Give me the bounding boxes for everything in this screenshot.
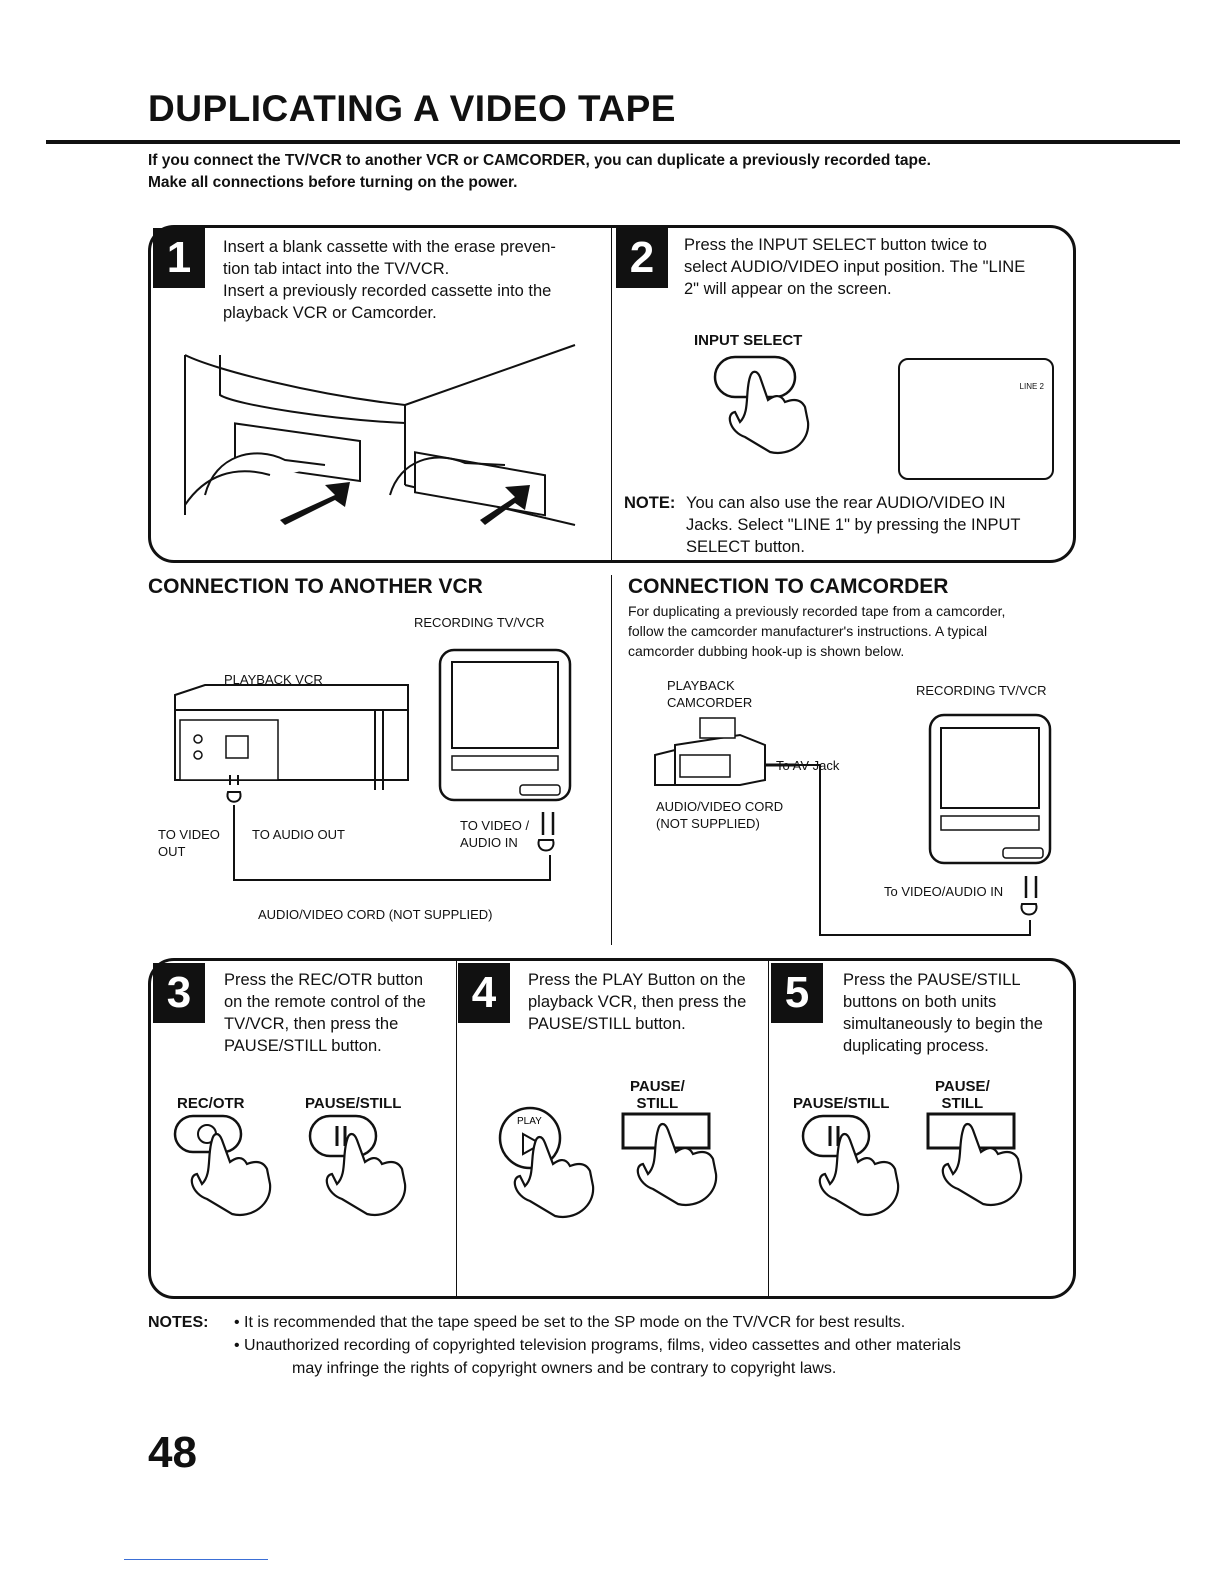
screen-line-text: LINE 2 [1019, 382, 1044, 391]
pause-still-line: STILL [941, 1095, 984, 1112]
step-1-line: playback VCR or Camcorder. [223, 304, 437, 322]
step-5-line: buttons on both units [843, 993, 997, 1011]
step-5-pause-still-button-icon-1 [801, 1114, 900, 1217]
pause-still-line: PAUSE/ [935, 1078, 990, 1095]
cassette-insert-illustration [184, 344, 576, 526]
tv-screen-icon: LINE 2 [898, 358, 1054, 480]
step-5-pause-still-label-1: PAUSE/STILL [793, 1095, 890, 1112]
to-audio-out-label: TO AUDIO OUT [252, 827, 345, 842]
connections-divider [611, 575, 612, 945]
step-1-line: Insert a blank cassette with the erase p… [223, 238, 556, 256]
note-line: You can also use the rear AUDIO/VIDEO IN [686, 494, 1006, 512]
to-video-out-line: TO VIDEO [158, 827, 220, 842]
av-jack-label: To AV Jack [776, 758, 840, 773]
note-label: NOTE: [624, 494, 676, 512]
step-1-line: tion tab intact into the TV/VCR. [223, 260, 450, 278]
pause-still-line: PAUSE/ [630, 1078, 685, 1095]
playback-vcr-label: PLAYBACK VCR [224, 672, 323, 687]
step-4-text: Press the PLAY Button on the playback VC… [528, 969, 746, 1035]
steps-1-2-panel [148, 225, 1076, 563]
step-3-text: Press the REC/OTR button on the remote c… [224, 969, 426, 1057]
note-line: SELECT button. [686, 538, 805, 556]
vcr-cord-label: AUDIO/VIDEO CORD (NOT SUPPLIED) [258, 907, 493, 922]
step-3-line: Press the REC/OTR button [224, 971, 423, 989]
page-title: DUPLICATING A VIDEO TAPE [148, 88, 676, 129]
step-5-pause-still-button-icon-2 [926, 1112, 1023, 1207]
step-4-number: 4 [458, 963, 510, 1023]
step-4-line: Press the PLAY Button on the [528, 971, 746, 989]
notes-section: NOTES: • It is recommended that the tape … [148, 1311, 961, 1380]
rec-otr-label: REC/OTR [177, 1095, 245, 1112]
steps-3-5-panel [148, 958, 1076, 1299]
panel-divider [611, 227, 612, 560]
step-3-line: TV/VCR, then press the [224, 1015, 399, 1033]
notes-label: NOTES: [148, 1314, 209, 1331]
step-5-number: 5 [771, 963, 823, 1023]
step-5-text: Press the PAUSE/STILL buttons on both un… [843, 969, 1043, 1057]
camcorder-connection-heading: CONNECTION TO CAMCORDER [628, 575, 949, 598]
step-4-pause-still-button-icon [621, 1112, 718, 1207]
step-2-note: NOTE: You can also use the rear AUDIO/VID… [624, 492, 1021, 558]
to-video-out-line: OUT [158, 844, 186, 859]
video-audio-in-label: To VIDEO/AUDIO IN [884, 884, 1004, 899]
playback-camcorder-line: PLAYBACK [667, 678, 735, 693]
step-3-line: PAUSE/STILL button. [224, 1037, 382, 1055]
step-divider-4-5 [768, 960, 769, 1296]
step-2-line: 2" will appear on the screen. [684, 280, 892, 298]
note-item: • Unauthorized recording of copyrighted … [234, 1337, 961, 1354]
camcorder-cord-line: (NOT SUPPLIED) [656, 816, 760, 831]
step-3-number: 3 [153, 963, 205, 1023]
step-divider-3-4 [456, 960, 457, 1296]
camcorder-connection-diagram [654, 713, 1052, 936]
step-5-line: Press the PAUSE/STILL [843, 971, 1021, 989]
to-video-out-label: TO VIDEO OUT [158, 826, 220, 860]
intro-line-2: Make all connections before turning on t… [148, 174, 518, 191]
description-line: follow the camcorder manufacturer's inst… [628, 623, 988, 639]
step-2-line: select AUDIO/VIDEO input position. The "… [684, 258, 1026, 276]
intro-text: If you connect the TV/VCR to another VCR… [148, 150, 931, 194]
rec-otr-button-icon [173, 1114, 272, 1217]
pause-still-button-icon [308, 1114, 407, 1217]
step-5-line: simultaneously to begin the [843, 1015, 1043, 1033]
title-rule [46, 140, 1180, 144]
camcorder-description: For duplicating a previously recorded ta… [628, 601, 1005, 661]
step-1-text: Insert a blank cassette with the erase p… [223, 236, 556, 324]
footer-link-line [124, 1559, 268, 1560]
play-button-icon: PLAY [498, 1106, 595, 1219]
to-video-audio-in-label: TO VIDEO / AUDIO IN [460, 817, 529, 851]
step-3-line: on the remote control of the [224, 993, 426, 1011]
description-line: For duplicating a previously recorded ta… [628, 603, 1006, 619]
step-1-number: 1 [153, 228, 205, 288]
input-select-label: INPUT SELECT [694, 332, 803, 349]
page-number: 48 [148, 1428, 197, 1477]
step-1-line: Insert a previously recorded cassette in… [223, 282, 552, 300]
camcorder-cord-line: AUDIO/VIDEO CORD [656, 799, 784, 814]
note-continuation: may infringe the rights of copyright own… [292, 1360, 837, 1377]
intro-line-1: If you connect the TV/VCR to another VCR… [148, 152, 931, 169]
step-5-pause-still-label-2: PAUSE/ STILL [935, 1078, 990, 1112]
camcorder-cord-label: AUDIO/VIDEO CORD (NOT SUPPLIED) [656, 798, 783, 832]
step-2-line: Press the INPUT SELECT button twice to [684, 236, 987, 254]
playback-camcorder-label: PLAYBACK CAMCORDER [667, 677, 752, 711]
vcr-connection-diagram [174, 648, 572, 881]
camcorder-recording-label: RECORDING TV/VCR [916, 683, 1047, 698]
note-line: Jacks. Select "LINE 1" by pressing the I… [686, 516, 1021, 534]
step-4-line: playback VCR, then press the [528, 993, 747, 1011]
step-5-line: duplicating process. [843, 1037, 989, 1055]
playback-camcorder-line: CAMCORDER [667, 695, 753, 710]
to-video-audio-in-line: AUDIO IN [460, 835, 518, 850]
note-item: • It is recommended that the tape speed … [234, 1314, 906, 1331]
step-4-line: PAUSE/STILL button. [528, 1015, 686, 1033]
play-text: PLAY [517, 1116, 542, 1127]
step-2-number: 2 [616, 228, 668, 288]
to-video-audio-in-line: TO VIDEO / [460, 818, 530, 833]
description-line: camcorder dubbing hook-up is shown below… [628, 643, 905, 659]
pause-still-line: STILL [636, 1095, 679, 1112]
recording-tvvcr-label: RECORDING TV/VCR [414, 615, 545, 630]
step-2-text: Press the INPUT SELECT button twice to s… [684, 234, 1025, 300]
pause-still-label: PAUSE/STILL [305, 1095, 402, 1112]
vcr-connection-heading: CONNECTION TO ANOTHER VCR [148, 575, 483, 598]
input-select-button-icon [713, 355, 810, 455]
step-4-pause-still-label: PAUSE/ STILL [630, 1078, 685, 1112]
